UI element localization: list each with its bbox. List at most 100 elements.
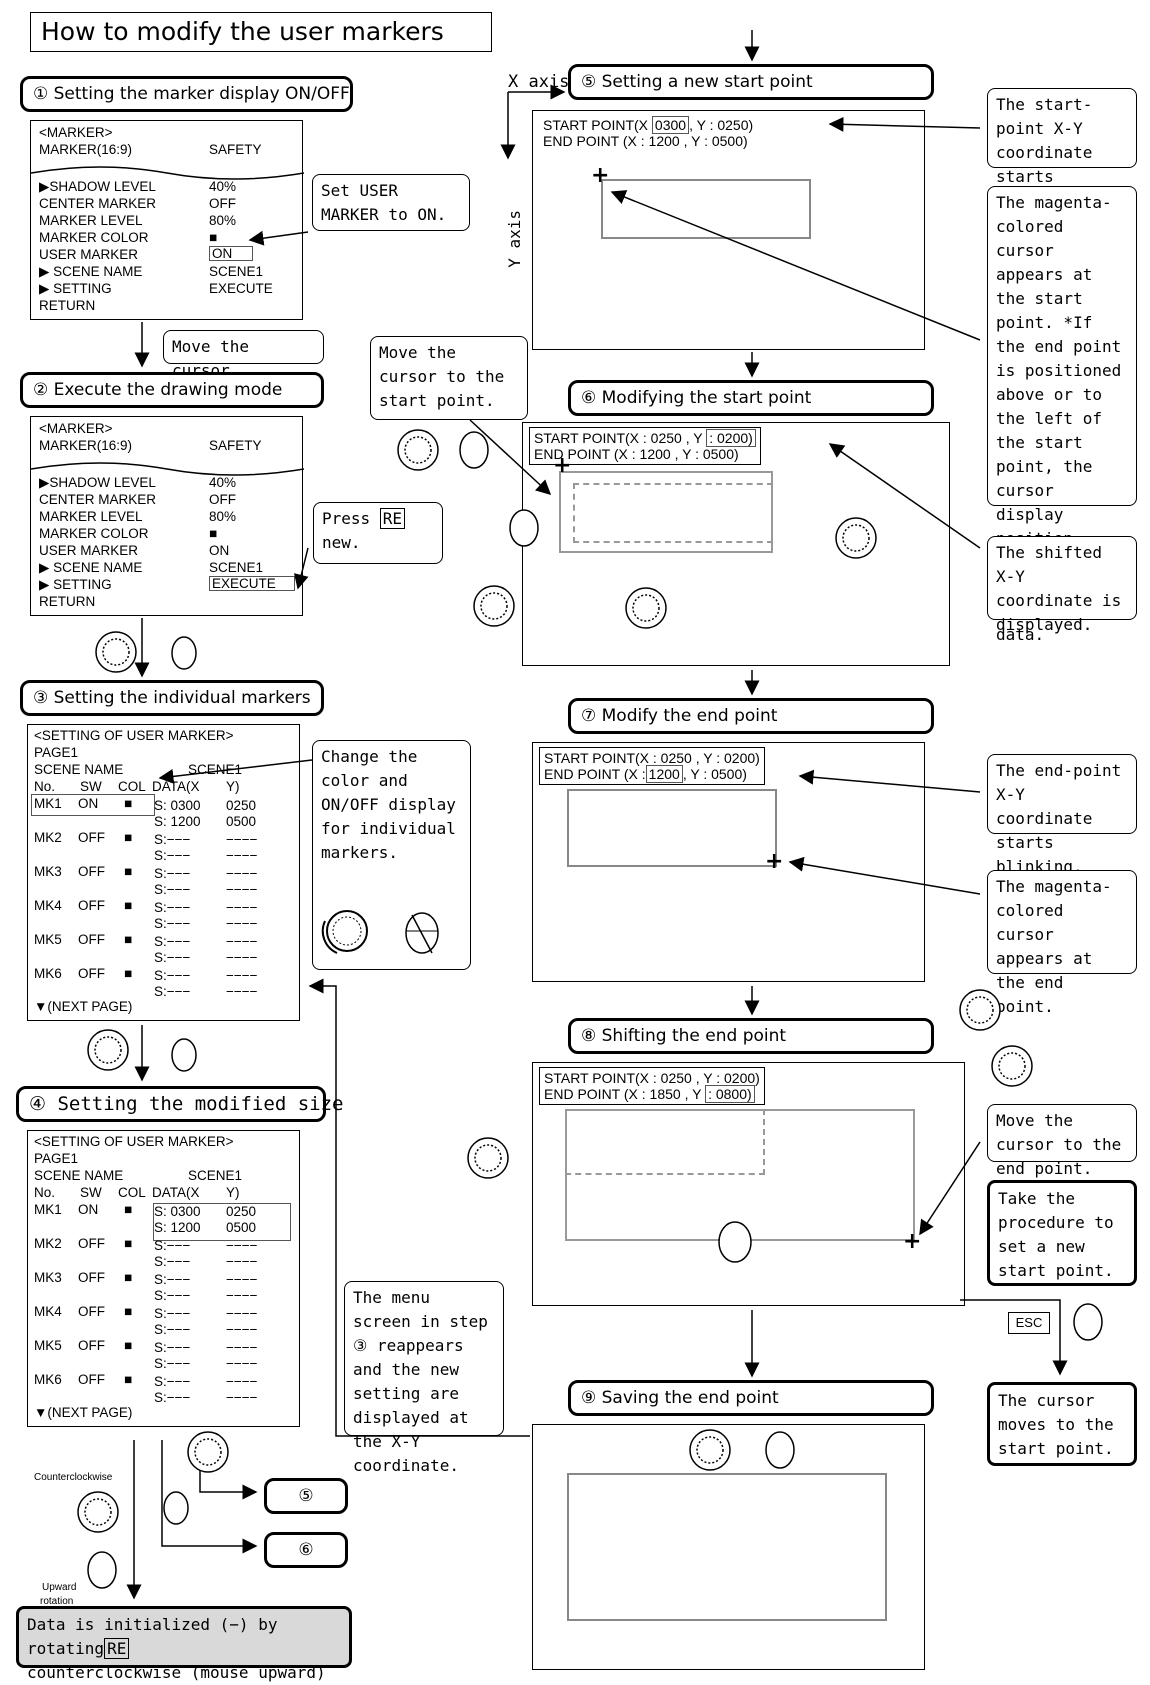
menu-row-return: RETURN — [39, 298, 96, 313]
step-5-header: ⑤ Setting a new start point — [568, 64, 934, 100]
um-scene-value: SCENE1 — [188, 1168, 243, 1183]
um-page: PAGE1 — [34, 1151, 79, 1166]
marker-rectangle — [601, 179, 811, 239]
um-col-y: Y) — [226, 779, 240, 794]
um-row-start-y: −−−− — [226, 900, 258, 915]
note-magenta-end: The magenta-colored cursor appears at th… — [987, 870, 1137, 1016]
um-row-start-x: S:−−− — [154, 968, 191, 983]
um-row-sw: OFF — [78, 830, 105, 845]
menu-tear-line — [31, 462, 304, 476]
menu-tear-line — [31, 166, 304, 180]
um-next-page[interactable]: ▼(NEXT PAGE) — [34, 999, 133, 1014]
um-row-color: ■ — [124, 796, 133, 811]
um-row-color: ■ — [124, 864, 133, 879]
menu-row-return: RETURN — [39, 594, 96, 609]
um-row-sw: OFF — [78, 898, 105, 913]
um-row-sw: OFF — [78, 966, 105, 981]
um-row-no: MK2 — [34, 1236, 62, 1251]
cursor-cross-icon: + — [765, 849, 784, 874]
marker-rectangle — [559, 471, 773, 553]
coords-6: START POINT(X : 0250 , Y : 0200) END POI… — [529, 427, 761, 465]
um-row-end-x: S:−−− — [154, 1254, 191, 1269]
um-col-no: No. — [34, 1185, 56, 1200]
um-col-data: DATA(X — [152, 1185, 200, 1200]
um-row-start-x: S:−−− — [154, 934, 191, 949]
cursor-cross-icon: + — [553, 453, 572, 478]
um-row-no: MK1 — [34, 796, 62, 811]
note-magenta-start: The magenta-colored cursor appears at th… — [987, 186, 1137, 644]
step-4-header: ④ Setting the modified size — [16, 1086, 343, 1122]
um-header: <SETTING OF USER MARKER> — [34, 728, 234, 743]
um-row-start-x: S:−−− — [154, 1374, 191, 1389]
cursor-cross-icon: + — [591, 163, 610, 188]
um-row-end-x: S:−−− — [154, 1356, 191, 1371]
um-row-start-x: S:−−− — [154, 1238, 191, 1253]
um-row-color: ■ — [124, 898, 133, 913]
um-row-end-y: −−−− — [226, 950, 258, 965]
um-col-y: Y) — [226, 1185, 240, 1200]
note-move-to-start: Move the cursor to the start point. — [370, 336, 528, 420]
esc-key-icon: ESC — [1008, 1312, 1050, 1334]
label-counterclockwise: Counterclockwise — [34, 1472, 113, 1483]
mk1-highlight — [31, 794, 155, 816]
um-next-page[interactable]: ▼(NEXT PAGE) — [34, 1405, 133, 1420]
step-2-header: ② Execute the drawing mode — [20, 372, 324, 408]
coords-7: START POINT(X : 0250 , Y : 0200) END POI… — [539, 747, 765, 785]
menu-header: <MARKER> — [39, 421, 113, 436]
um-row-color: ■ — [124, 966, 133, 981]
user-marker-menu-4: <SETTING OF USER MARKER> PAGE1 SCENE NAM… — [27, 1130, 300, 1427]
coords-5: START POINT(X 0300, Y : 0250) END POINT … — [539, 115, 758, 151]
um-row-end-y: −−−− — [226, 984, 258, 999]
um-row-no: MK6 — [34, 1372, 62, 1387]
um-row-no: MK2 — [34, 830, 62, 845]
coords-8: START POINT(X : 0250 , Y : 0200) END POI… — [539, 1067, 765, 1105]
um-col-sw: SW — [80, 779, 102, 794]
um-row-start-y: −−−− — [226, 968, 258, 983]
um-row-color: ■ — [124, 1236, 133, 1251]
note-cursor-moves: The cursor moves to the start point. — [987, 1382, 1137, 1466]
um-col-col: COL — [118, 1185, 146, 1200]
um-row-start-x: S:−−− — [154, 1340, 191, 1355]
menu-mode-row: MARKER(16:9)SAFETY — [39, 438, 262, 453]
note-take-procedure: Take the procedure to set a new start po… — [987, 1180, 1137, 1286]
cursor-cross-icon: + — [903, 1229, 922, 1254]
um-row-end-x: S:−−− — [154, 848, 191, 863]
step-6-header: ⑥ Modifying the start point — [568, 380, 934, 416]
um-row-color: ■ — [124, 1202, 133, 1217]
um-row-end-x: S: 1200 — [154, 814, 201, 829]
um-row-start-y: −−−− — [226, 1306, 258, 1321]
note-move-to-end: Move the cursor to the end point. — [987, 1104, 1137, 1178]
um-row-sw: OFF — [78, 932, 105, 947]
screen-step-5: START POINT(X 0300, Y : 0250) END POINT … — [532, 110, 925, 350]
screen-step-9 — [532, 1424, 925, 1670]
note-set-user-marker: Set USER MARKER to ON. — [312, 174, 470, 231]
um-row-end-x: S: 1200 — [154, 1220, 201, 1235]
um-header: <SETTING OF USER MARKER> — [34, 1134, 234, 1149]
um-row-color: ■ — [124, 1304, 133, 1319]
um-row-start-y: −−−− — [226, 1340, 258, 1355]
um-row-sw: OFF — [78, 1270, 105, 1285]
um-col-sw: SW — [80, 1185, 102, 1200]
note-shifted: The shifted X-Y coordinate is displayed. — [987, 536, 1137, 634]
um-row-sw: ON — [78, 1202, 99, 1217]
screen-step-8: START POINT(X : 0250 , Y : 0200) END POI… — [532, 1062, 965, 1306]
step-3-header: ③ Setting the individual markers — [20, 680, 324, 716]
um-row-start-y: 0250 — [226, 798, 257, 813]
um-row-sw: OFF — [78, 1372, 105, 1387]
knob-and-mouse-icons — [321, 910, 439, 954]
um-row-no: MK4 — [34, 898, 62, 913]
um-row-sw: OFF — [78, 1304, 105, 1319]
note-change-color: Change the color and ON/OFF display for … — [312, 740, 471, 970]
um-row-end-x: S:−−− — [154, 1322, 191, 1337]
um-row-end-x: S:−−− — [154, 984, 191, 999]
marker-rectangle — [567, 789, 777, 867]
screen-step-6: START POINT(X : 0250 , Y : 0200) END POI… — [522, 422, 950, 666]
um-row-start-x: S:−−− — [154, 1272, 191, 1287]
goto-step-6: ⑥ — [264, 1532, 348, 1568]
